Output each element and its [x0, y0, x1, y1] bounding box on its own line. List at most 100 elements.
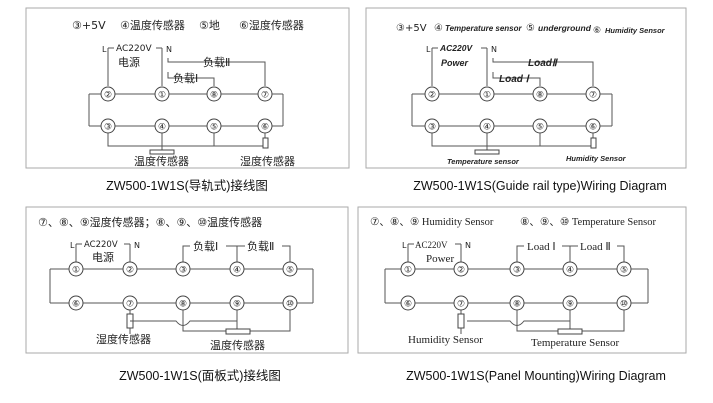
- humidity-sensor-icon: [262, 137, 269, 149]
- power-spec: AC220V: [439, 43, 473, 53]
- terminal-label: ①: [72, 266, 80, 276]
- temp-sensor-label: Temperature Sensor: [531, 337, 619, 349]
- terminal-label: ⑧: [210, 91, 218, 101]
- legend-num-5: ⑤: [526, 23, 535, 34]
- temp-sensor-label: Temperature sensor: [447, 157, 520, 166]
- load1-label: Load Ⅰ: [499, 74, 531, 85]
- n-label: N: [166, 45, 172, 54]
- panel-panel-mount-en: ⑦、⑧、⑨ Humidity Sensor ⑧、⑨、⑩ Temperature …: [357, 206, 687, 354]
- load2-label: 负载Ⅱ: [247, 239, 274, 253]
- terminal-label: ⑥: [589, 123, 597, 133]
- temp-sensor-icon: [149, 149, 175, 155]
- terminal-label: ②: [428, 91, 436, 101]
- humidity-sensor-label: Humidity Sensor: [408, 334, 483, 346]
- load2-wire: [492, 58, 594, 86]
- terminal-label: ⑥: [261, 123, 269, 133]
- terminal-row-top: ① ② ③ ④ ⑤: [400, 261, 632, 277]
- terminal-label: ⑤: [536, 123, 544, 133]
- load2-label: LoadⅡ: [528, 58, 559, 69]
- caption: ZW500-1W1S(Panel Mounting)Wiring Diagram: [406, 369, 666, 383]
- legend-num-4: ④: [434, 23, 443, 34]
- load1-label: 负载Ⅰ: [173, 71, 198, 85]
- terminal-row-top: ② ① ⑧ ⑦: [424, 86, 601, 102]
- terminal-label: ④: [158, 123, 166, 133]
- sensor-wire: [107, 133, 266, 147]
- terminal-label: ②: [126, 266, 134, 276]
- legend: ⑦、⑧、⑨湿度传感器；⑧、⑨、⑩温度传感器: [38, 215, 262, 229]
- terminal-label: ④: [566, 266, 574, 276]
- terminal-label: ③: [179, 266, 187, 276]
- terminal-row-bottom: ③ ④ ⑤ ⑥: [100, 118, 273, 134]
- legend-underground: underground: [538, 23, 592, 33]
- terminal-label: ⑦: [126, 300, 134, 310]
- sensor-wire: [136, 310, 238, 326]
- n-label: N: [134, 241, 140, 250]
- terminal-label: ③: [104, 123, 112, 133]
- load1-label: Load Ⅰ: [527, 241, 556, 253]
- panel-guide-rail-cn: ③+5V ④温度传感器 ⑤地 ⑥湿度传感器 L N AC220V 电源 负载Ⅱ …: [25, 7, 350, 169]
- terminal-label: ⑤: [286, 266, 294, 276]
- power-label: 电源: [118, 55, 140, 69]
- terminal-row-bottom: ③ ④ ⑤ ⑥: [424, 118, 601, 134]
- legend-5v: ③+5V: [396, 23, 427, 34]
- sensor-wire: [182, 310, 226, 332]
- terminal-label: ⑦: [589, 91, 597, 101]
- temp-sensor-icon: [225, 328, 251, 335]
- legend-temperature: ⑧、⑨、⑩ Temperature Sensor: [520, 216, 656, 228]
- terminal-label: ①: [158, 91, 166, 101]
- humidity-sensor-icon: [590, 137, 597, 149]
- load1-wire: [516, 245, 524, 262]
- power-spec: AC220V: [116, 44, 152, 54]
- terminal-label: ⑦: [457, 300, 465, 310]
- power-spec: AC220V: [415, 240, 448, 250]
- terminal-label: ⑩: [286, 300, 294, 310]
- power-label: Power: [441, 58, 469, 68]
- terminal-label: ⑥: [72, 300, 80, 310]
- power-label: 电源: [92, 250, 114, 264]
- terminal-label: ②: [457, 266, 465, 276]
- load1-wire: [167, 72, 215, 86]
- panel-panel-mount-cn: ⑦、⑧、⑨湿度传感器；⑧、⑨、⑩温度传感器 L N AC220V 电源 负载Ⅰ …: [25, 206, 349, 354]
- load2-wire: [167, 58, 266, 86]
- load1-label: 负载Ⅰ: [193, 239, 218, 253]
- load2-wire: [282, 245, 291, 262]
- n-label: N: [491, 45, 497, 54]
- l-label: L: [70, 241, 75, 250]
- terminal-label: ⑨: [566, 300, 574, 310]
- temp-sensor-icon: [557, 328, 583, 335]
- humidity-sensor-label: 湿度传感器: [96, 332, 151, 346]
- terminal-label: ⑤: [620, 266, 628, 276]
- terminal-label: ⑥: [404, 300, 412, 310]
- temp-sensor-icon: [474, 149, 500, 155]
- panel-frame: [365, 7, 687, 169]
- terminal-label: ⑧: [536, 91, 544, 101]
- legend-temp-sensor: Temperature sensor: [445, 24, 523, 33]
- humidity-sensor-label: 湿度传感器: [240, 154, 295, 168]
- l-label: L: [402, 241, 407, 250]
- terminal-label: ②: [104, 91, 112, 101]
- legend-ground: ⑤地: [199, 19, 220, 32]
- terminal-label: ①: [483, 91, 491, 101]
- humidity-sensor-label: Humidity Sensor: [566, 154, 627, 163]
- terminal-label: ③: [428, 123, 436, 133]
- legend-temp-sensor: ④温度传感器: [120, 18, 185, 32]
- n-label: N: [465, 241, 471, 250]
- terminal-label: ⑦: [261, 91, 269, 101]
- terminal-label: ⑤: [210, 123, 218, 133]
- caption: ZW500-1W1S(面板式)接线图: [119, 368, 281, 383]
- terminal-label: ⑧: [513, 300, 521, 310]
- load2-label: Load Ⅱ: [580, 241, 611, 253]
- legend-humidity-sensor: Humidity Sensor: [605, 26, 666, 35]
- sensor-wire: [250, 310, 291, 332]
- legend-humidity-sensor: ⑥湿度传感器: [239, 18, 304, 32]
- panel-frame: [357, 206, 687, 354]
- load1-wire: [182, 245, 190, 262]
- terminal-label: ⑧: [179, 300, 187, 310]
- panel-frame: [25, 206, 349, 354]
- load2-label: 负载Ⅱ: [203, 55, 230, 69]
- l-label: L: [102, 45, 107, 54]
- sensor-wire: [582, 310, 625, 332]
- caption: ZW500-1W1S(Guide rail type)Wiring Diagra…: [413, 179, 667, 193]
- legend-num-6: ⑥: [593, 26, 601, 36]
